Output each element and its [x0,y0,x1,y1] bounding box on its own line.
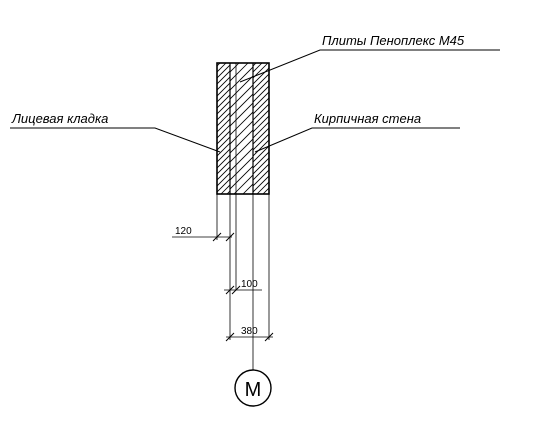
dimension-tick-380-a [225,332,235,342]
hatch-line [230,120,253,145]
dimension-tick-100-b [231,285,241,295]
hatch-line [253,91,269,109]
hatch-line [253,121,269,139]
hatch-line [230,165,253,190]
hatch-line [217,166,230,181]
label-brick-wall: Кирпичная стена [314,111,421,126]
axis-marker-circle [234,369,272,407]
hatch-line [217,76,230,91]
label-penoplex: Плиты Пеноплекс М45 [322,33,465,48]
hatch-line [253,97,269,115]
hatch-line [217,136,230,151]
hatch-line [230,84,253,109]
hatch-line [253,73,269,91]
hatch-line [217,130,230,145]
leader-brick-wall [254,127,460,153]
dimension-tick-380-b [264,332,274,342]
insulation-hatch [230,63,253,194]
hatch-line [253,109,269,127]
hatch-line [217,124,230,139]
hatch-line [253,67,269,85]
dimension-100: 100 [241,279,258,290]
hatch-line [230,156,253,181]
dimension-tick-120-a [212,232,222,242]
hatch-line [253,115,269,133]
hatch-line [230,66,253,91]
dimension-tick-100-a [225,285,235,295]
wall-section-outline [216,62,270,195]
dimension-tick-120-b [225,232,235,242]
hatch-line [217,160,230,175]
hatch-line [253,169,269,187]
hatch-line [217,82,230,97]
axis-marker-label: М [245,379,262,401]
label-facing: Лицевая кладка [11,111,108,126]
hatch-line [253,79,269,97]
leader-penoplex [239,49,500,83]
dimension-380: 380 [241,326,258,337]
hatch-line [230,102,253,127]
hatch-line [217,148,230,163]
facing-masonry-hatch [217,63,230,194]
hatch-line [253,157,269,175]
leader-facing [10,127,221,153]
hatch-line [217,118,230,133]
dimension-120: 120 [175,226,192,237]
hatch-line [230,111,253,136]
hatch-line [230,75,253,100]
hatch-line [253,163,269,181]
